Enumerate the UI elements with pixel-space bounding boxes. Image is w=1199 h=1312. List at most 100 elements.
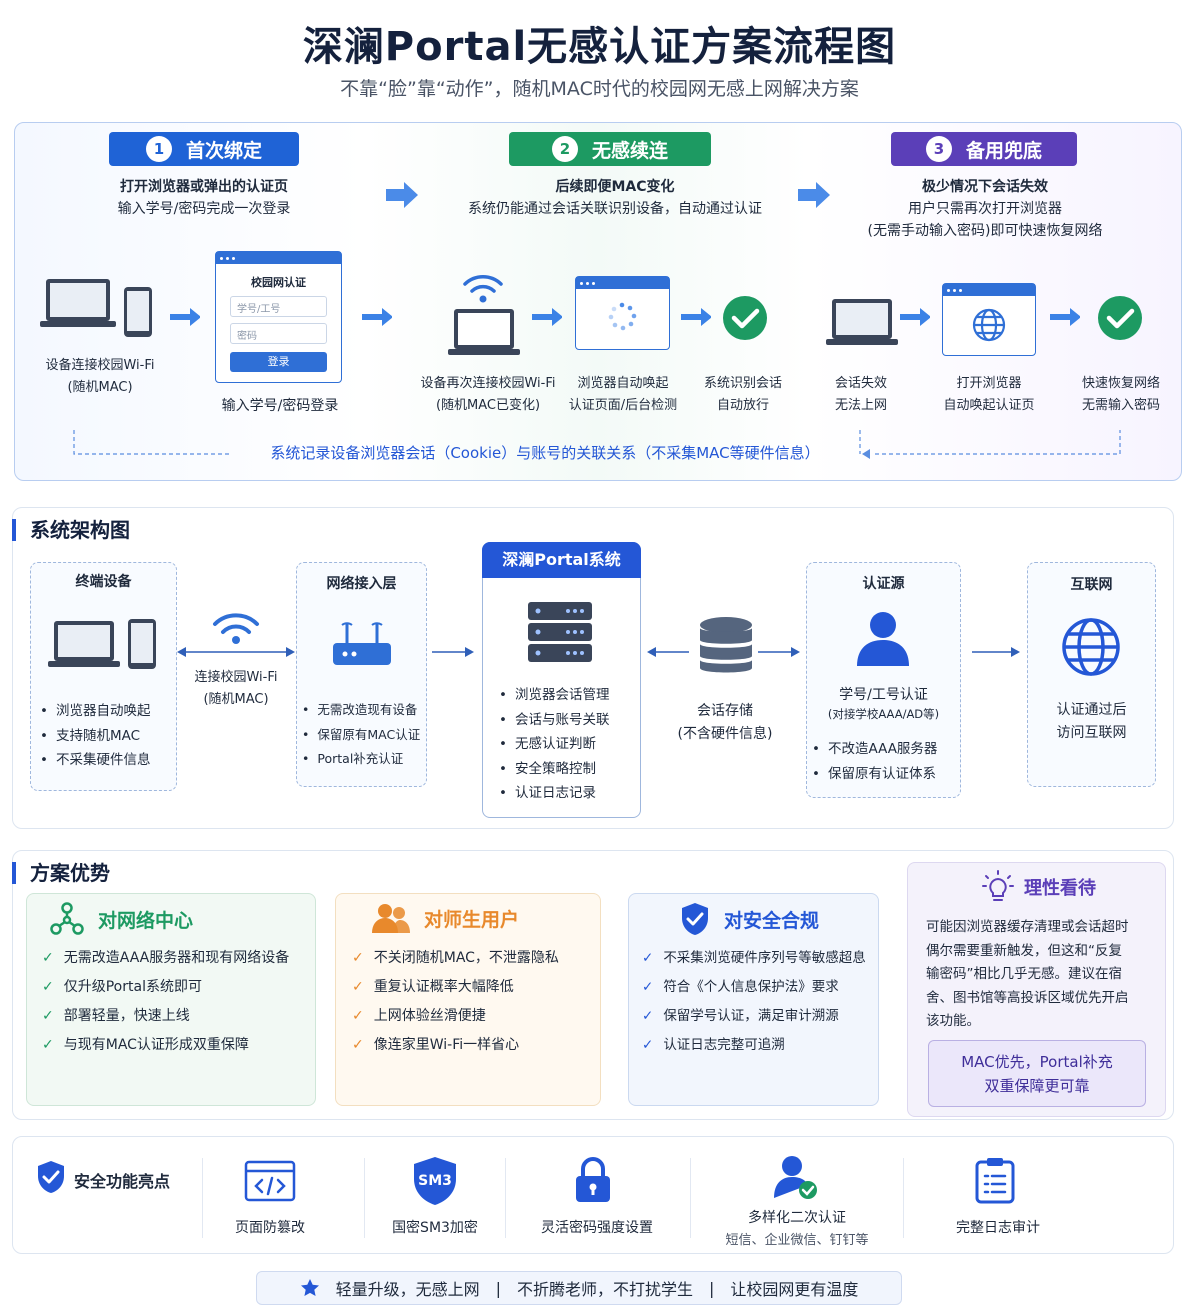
rational-line: 输密码”相比几乎无感。建议在宿 (926, 966, 1122, 982)
rational-line: 可能因浏览器缓存清理或会话超时 (926, 919, 1129, 935)
window-bar (943, 284, 1035, 296)
storage-label-2: (不含硬件信息) (677, 726, 773, 742)
divider (690, 1158, 691, 1238)
feature-label: 页面防篡改 (235, 1220, 305, 1236)
username-field[interactable]: 学号/工号 (230, 296, 327, 317)
check-icon: ✓ (642, 1008, 654, 1024)
step2-c-label: 系统识别会话 自动放行 (690, 373, 796, 417)
arrow-right-icon (170, 308, 200, 326)
step2-number: 2 (551, 136, 578, 162)
phone-icon (124, 287, 152, 337)
step1-description: 打开浏览器或弹出的认证页 输入学号/密码完成一次登录 (54, 176, 354, 220)
password-field[interactable]: 密码 (230, 323, 327, 344)
step3-b-label-1: 打开浏览器 (956, 376, 1022, 391)
laptop-icon (40, 279, 116, 327)
list-item: ✓仅升级Portal系统即可 (42, 973, 312, 1002)
terminal-title: 终端设备 (75, 574, 132, 590)
step1-number: 1 (145, 136, 172, 162)
check-icon: ✓ (352, 1008, 364, 1024)
arrow-right-icon (1050, 308, 1080, 326)
step2-b-label-2: 认证页面/后台检测 (568, 398, 678, 413)
storage-label: 会话存储 (不含硬件信息) (660, 700, 790, 746)
wifi-icon (463, 275, 503, 303)
divider (903, 1158, 904, 1238)
auth-source-label: 学号/工号认证 (839, 687, 928, 703)
code-window-icon (244, 1160, 296, 1202)
window-bar (216, 252, 341, 264)
auth-source-sublabel: (对接学校AAA/AD等) (827, 707, 940, 721)
list-item: 浏览器自动唤起 (40, 699, 175, 724)
check-icon: ✓ (352, 979, 364, 995)
list-item: 无需改造现有设备 (302, 698, 427, 723)
check-icon: ✓ (42, 1008, 54, 1024)
auth-source-title: 认证源 (862, 576, 905, 592)
star-icon (300, 1279, 319, 1296)
phone-icon (128, 619, 156, 669)
list-item: 保留原有认证体系 (812, 762, 960, 787)
list-item: ✓符合《个人信息保护法》要求 (642, 973, 879, 1002)
step3-badge: 3 备用兜底 (891, 132, 1077, 166)
wifi-icon (213, 613, 259, 644)
access-layer-title: 网络接入层 (326, 576, 397, 592)
list-item: ✓不关闭随机MAC，不泄露隐私 (352, 944, 597, 973)
step1-device-label: 设备连接校园Wi-Fi (随机MAC) (30, 355, 170, 399)
divider (364, 1158, 365, 1238)
login-button[interactable]: 登录 (230, 352, 327, 372)
feature-label: 多样化二次认证 (748, 1210, 846, 1226)
list-item: Portal补充认证 (302, 747, 427, 772)
step2-c-label-1: 系统识别会话 (703, 376, 782, 391)
page-subtitle: 不靠“脸”靠“动作”，随机MAC时代的校园网无感上网解决方案 (340, 78, 859, 100)
internet-label: 认证通过后 访问互联网 (1027, 699, 1156, 745)
arrow-right-icon (532, 308, 562, 326)
architecture-title: 系统架构图 (12, 519, 130, 541)
list-item: 认证日志记录 (499, 781, 639, 806)
browser-window (942, 283, 1036, 356)
step3-label: 备用兜底 (965, 139, 1042, 162)
internet-label-2: 访问互联网 (1056, 725, 1127, 741)
security-features-title: 安全功能亮点 (74, 1172, 171, 1191)
globe-icon (972, 308, 1006, 342)
step1-device-label-2: (随机MAC) (67, 380, 133, 395)
step3-number: 3 (925, 136, 952, 162)
list-item: 不改造AAA服务器 (812, 737, 960, 762)
step3-a-label: 会话失效 无法上网 (816, 373, 906, 417)
users-header: 对师生用户 (372, 902, 519, 934)
step3-desc-line3: (无需手动输入密码)即可快速恢复网络 (867, 223, 1103, 239)
check-icon: ✓ (642, 1037, 654, 1053)
step1-label: 首次绑定 (185, 139, 262, 162)
internet-label-1: 认证通过后 (1056, 702, 1127, 718)
feature-label: 国密SM3加密 (392, 1220, 478, 1236)
security-list: ✓不采集浏览硬件序列号等敏感超息 ✓符合《个人信息保护法》要求 ✓保留学号认证，… (642, 944, 879, 1060)
sm3-icon-text: SM3 (418, 1173, 452, 1189)
terminal-list: 浏览器自动唤起 支持随机MAC 不采集硬件信息 (40, 699, 175, 773)
step2-badge: 2 无感续连 (509, 132, 711, 166)
list-item: ✓不采集浏览硬件序列号等敏感超息 (642, 944, 879, 973)
list-item: 保留原有MAC认证 (302, 723, 427, 748)
rational-highlight-2: 双重保障更可靠 (984, 1077, 1090, 1095)
step1-badge: 1 首次绑定 (109, 132, 299, 166)
list-item: ✓无需改造AAA服务器和现有网络设备 (42, 944, 312, 973)
check-icon: ✓ (42, 1037, 54, 1053)
feature-label: 灵活密码强度设置 (541, 1220, 653, 1236)
portal-system-title: 深澜Portal系统 (482, 542, 641, 578)
sm3-shield-icon: SM3 (414, 1157, 456, 1205)
session-link-dashed-line (73, 430, 1121, 459)
globe-icon (1062, 618, 1120, 676)
step1-desc-line1: 打开浏览器或弹出的认证页 (120, 179, 288, 195)
check-icon: ✓ (42, 950, 54, 966)
check-icon: ✓ (352, 950, 364, 966)
step-arrow-icon (386, 182, 418, 208)
list-item: ✓上网体验丝滑便捷 (352, 1002, 597, 1031)
footer-slogan: 轻量升级，无感上网 | 不折腾老师，不打扰学生 | 让校园网更有温度 (256, 1271, 902, 1305)
arrow-right-icon (758, 647, 800, 657)
login-window: 校园网认证 学号/工号 密码 登录 (215, 251, 342, 383)
step2-a-label: 设备再次连接校园Wi-Fi (随机MAC已变化) (414, 373, 562, 417)
rational-line: 舍、图书馆等高投诉区域优先开启 (926, 989, 1129, 1006)
user-icon (857, 612, 909, 666)
network-nodes-icon (50, 902, 84, 935)
lightbulb-icon (982, 870, 1014, 901)
step3-description: 极少情况下会话失效 用户只需再次打开浏览器 (无需手动输入密码)即可快速恢复网络 (830, 176, 1140, 242)
check-circle-icon (1098, 296, 1142, 340)
list-item: ✓认证日志完整可追溯 (642, 1031, 879, 1060)
list-item: 无感认证判断 (499, 732, 639, 757)
